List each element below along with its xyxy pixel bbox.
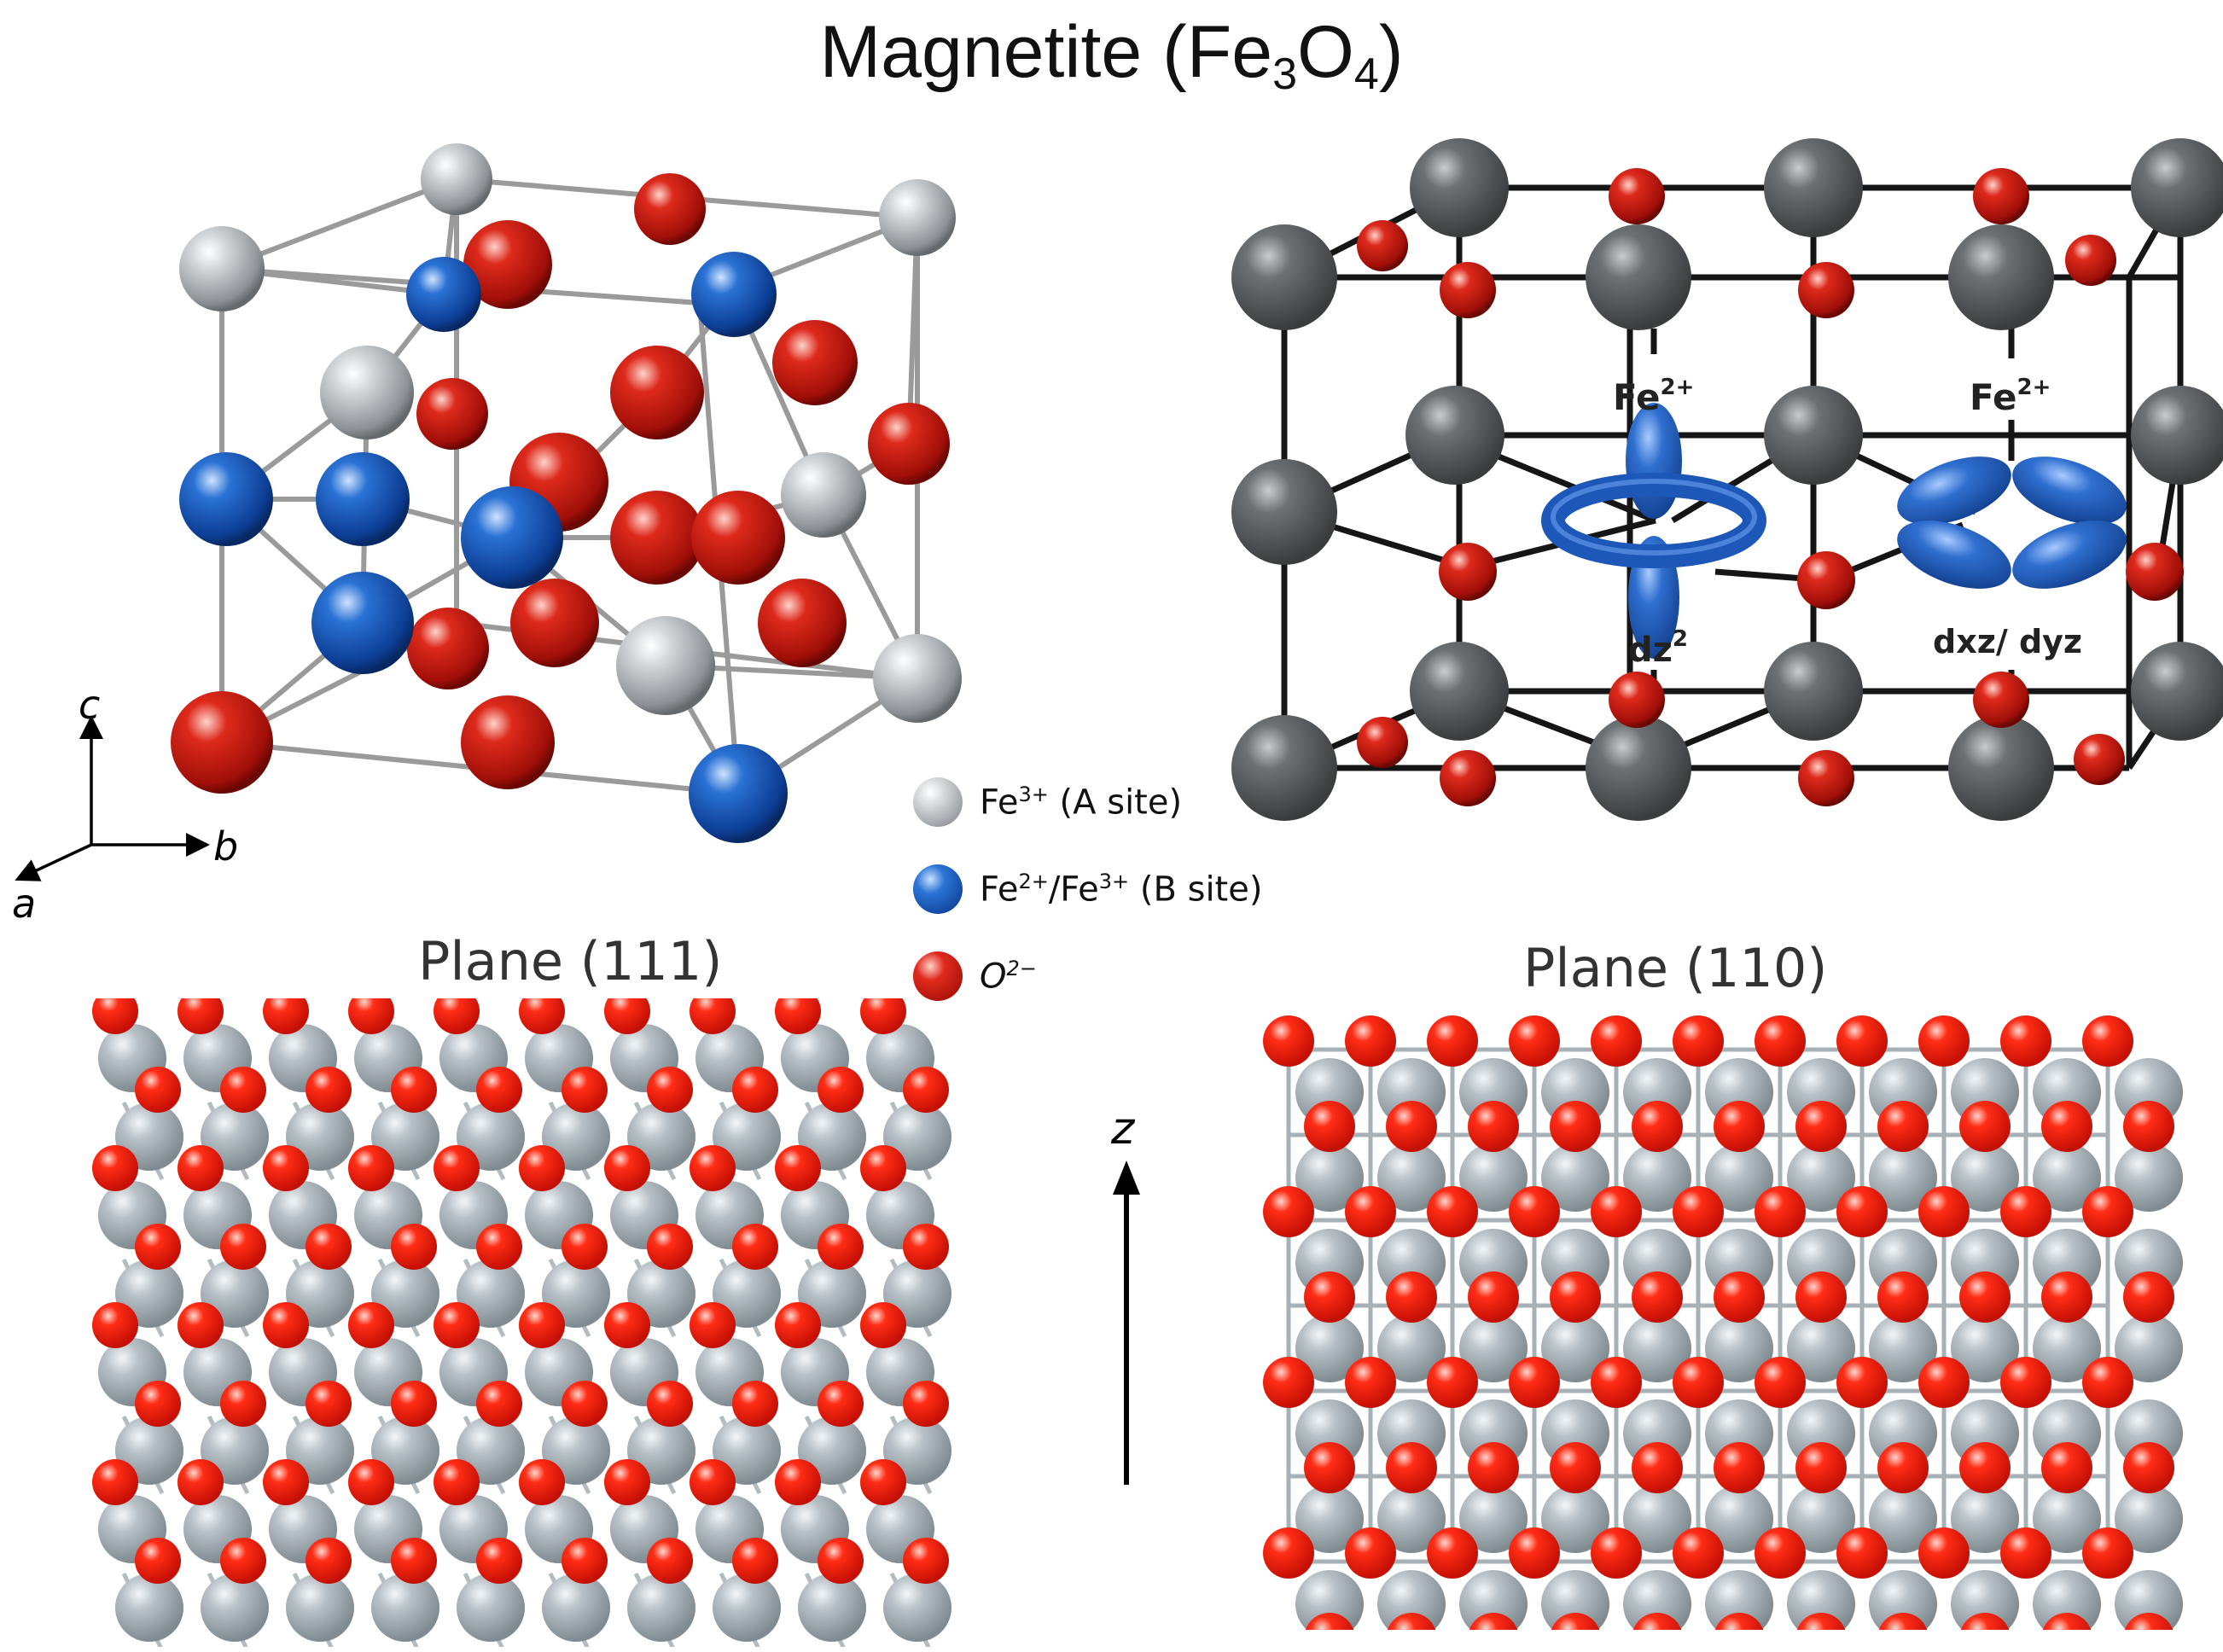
gray-sphere-icon: [913, 777, 963, 827]
orbital-lattice-diagram: Fe2+ Fe2+ dz2 dxz/ dyz: [1231, 138, 2223, 821]
legend-item-fe3-a: Fe3+ (A site): [913, 772, 1262, 832]
figure-title: Magnetite (Fe3O4): [819, 11, 1404, 99]
axis-b-label: b: [213, 823, 238, 870]
unit-cell-diagram: [171, 143, 962, 843]
blue-sphere-icon: [913, 864, 963, 914]
red-sphere-icon: [913, 951, 963, 1001]
z-axis-label: z: [1110, 1109, 1136, 1155]
dz2-orbital: [1541, 403, 1766, 659]
dz2-label: dz2: [1628, 626, 1688, 670]
plane-110-lattice: [1263, 1015, 2183, 1630]
legend: Fe3+ (A site) Fe2+/Fe3+ (B site) O2−: [913, 772, 1262, 1006]
left-fe-label: Fe2+: [1613, 375, 1694, 418]
axis-a-label: a: [12, 881, 36, 927]
plane-111-title: Plane (111): [418, 930, 723, 992]
dxz-dyz-label: dxz/ dyz: [1933, 623, 2082, 660]
legend-item-oxygen: O2−: [913, 946, 1262, 1006]
crystal-axes: c b a: [12, 682, 238, 927]
plane-110-title: Plane (110): [1523, 937, 1828, 999]
legend-item-fe-b: Fe2+/Fe3+ (B site): [913, 859, 1262, 919]
z-axis-arrow: z: [1110, 1109, 1140, 1485]
right-fe-label: Fe2+: [1970, 375, 2051, 418]
dxz-dyz-orbital: [1897, 457, 2127, 589]
axis-c-label: c: [79, 682, 100, 728]
plane-111-lattice: [92, 998, 951, 1647]
